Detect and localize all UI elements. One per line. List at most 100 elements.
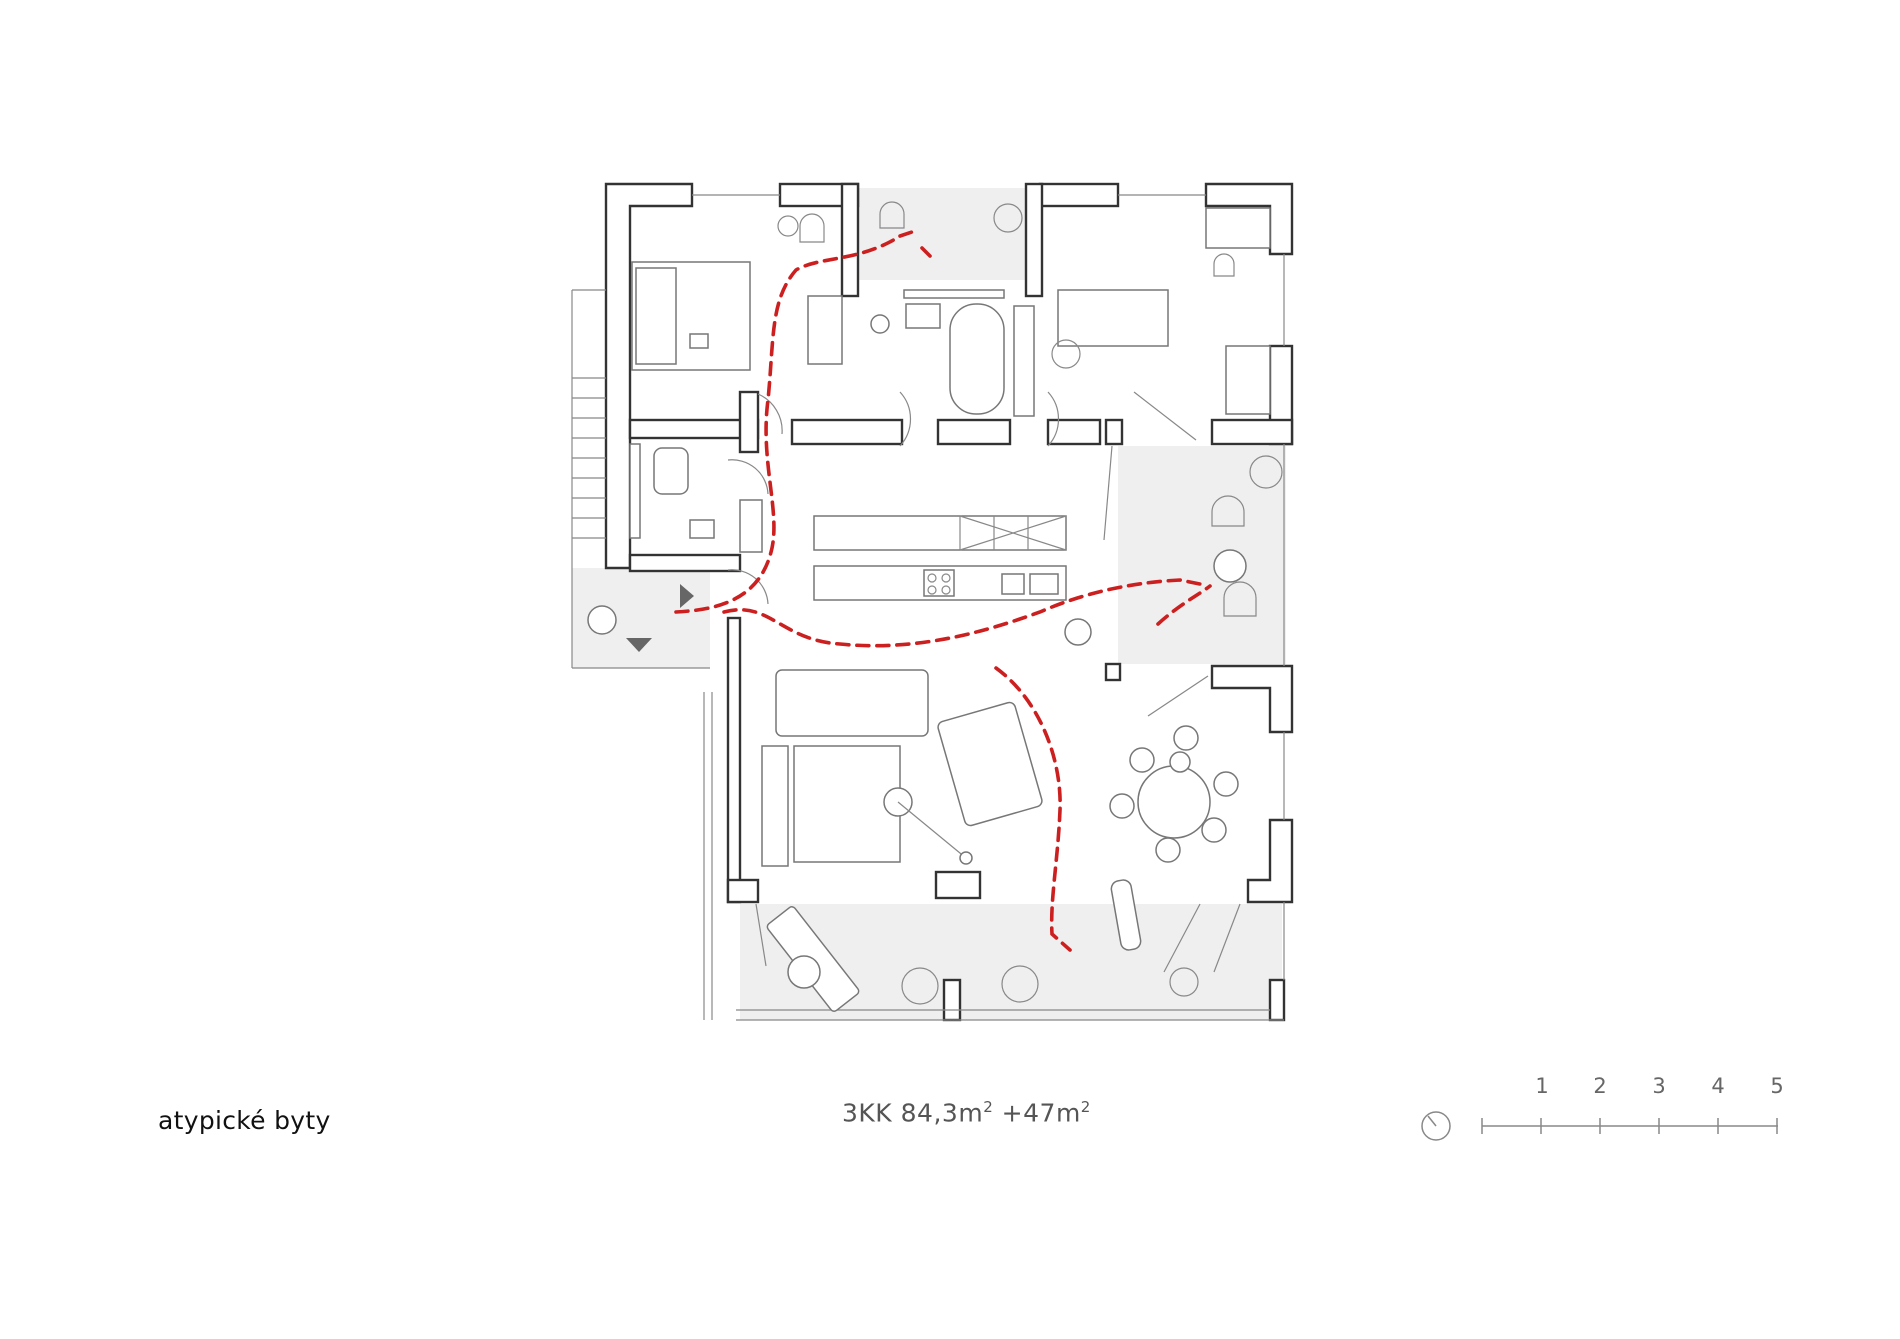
laptop xyxy=(689,333,709,349)
wall-wc-south xyxy=(628,553,742,573)
chair-icon xyxy=(1211,495,1245,527)
unit-type: 3KK xyxy=(842,1098,893,1128)
walkway-paths xyxy=(674,230,1212,952)
terrace-round-table xyxy=(787,955,821,989)
balcony-top-zone xyxy=(857,188,1025,280)
terrace-table xyxy=(1213,549,1247,583)
wall-corridor-north-a xyxy=(790,418,904,446)
east-wardrobe xyxy=(1225,345,1271,415)
walkway-path-south xyxy=(994,666,1072,952)
scale-number-3: 3 xyxy=(1652,1074,1666,1098)
north-arrow-icon xyxy=(1421,1111,1451,1141)
wall-nw xyxy=(604,182,694,570)
bed-pillow xyxy=(635,267,677,365)
bathroom xyxy=(870,201,1035,417)
wall-wc-east xyxy=(738,390,760,454)
wall-col-small xyxy=(1104,662,1122,682)
person-icon xyxy=(1169,751,1191,773)
entry-markers xyxy=(626,584,694,652)
bath-toilet xyxy=(870,314,890,334)
scale-number-2: 2 xyxy=(1593,1074,1607,1098)
door-swings xyxy=(727,391,1241,973)
bath-cabinet xyxy=(1013,305,1035,417)
hob xyxy=(923,569,955,597)
wall-east-upper-cap xyxy=(1210,418,1294,446)
armchair-sofa xyxy=(937,701,1043,827)
area-extra: +47m xyxy=(993,1098,1081,1128)
chair-icon xyxy=(1213,253,1235,277)
east-terrace xyxy=(1211,455,1283,617)
wc-sink xyxy=(689,519,715,539)
chair-icon xyxy=(879,201,905,229)
walls xyxy=(604,182,1294,1022)
dining-table xyxy=(1137,765,1211,839)
wall-bath-east xyxy=(1024,182,1044,298)
wall-wc-north xyxy=(628,418,760,440)
scale-number-1: 1 xyxy=(1535,1074,1549,1098)
kitchen-sink xyxy=(1001,573,1025,595)
staircase xyxy=(572,377,713,1020)
wall-corridor-north-c xyxy=(1046,418,1102,446)
person-icon xyxy=(1064,618,1092,646)
area-main: 84,3m xyxy=(900,1098,984,1128)
project-label: atypické byty xyxy=(158,1106,331,1135)
east-desk xyxy=(1205,207,1271,249)
wall-bath-west xyxy=(840,182,860,298)
wall-south-pier xyxy=(942,978,962,1022)
walkway-path-terrace xyxy=(722,578,1212,648)
plant-icon xyxy=(1249,455,1283,489)
plant-icon xyxy=(993,203,1023,233)
shoe-rack xyxy=(739,499,763,553)
bedroom-wardrobe xyxy=(807,295,843,365)
plant-icon xyxy=(1051,339,1081,369)
people xyxy=(587,605,1191,773)
bath-sink xyxy=(905,303,941,329)
kitchen-appliance xyxy=(1029,573,1059,595)
wall-east-lower xyxy=(1246,818,1294,904)
scale-number-4: 4 xyxy=(1711,1074,1725,1098)
unit-area-caption: 3KK 84,3m2 +47m2 xyxy=(842,1098,1091,1127)
bicycle xyxy=(1110,879,1142,951)
chair-icon xyxy=(1223,581,1257,617)
bench xyxy=(761,745,789,867)
wc-cabinet xyxy=(629,443,641,539)
living-room xyxy=(761,669,1043,867)
wc-toilet xyxy=(653,447,689,495)
scale-bar xyxy=(1421,1111,1778,1141)
plant-icon xyxy=(901,967,939,1005)
wall-se-pier xyxy=(1268,978,1286,1022)
plant-icon xyxy=(1001,965,1039,1003)
plant-icon xyxy=(777,215,799,237)
area-main-unit-sup: 2 xyxy=(983,1098,994,1116)
kitchen-tall-cabinets xyxy=(813,515,1067,551)
south-terrace xyxy=(766,879,1199,1012)
glazing-lines xyxy=(571,194,1285,1021)
wall-corridor-north-b xyxy=(936,418,1012,446)
chair-icon xyxy=(799,213,825,243)
walkway-path-bedroom xyxy=(674,230,932,614)
bathtub xyxy=(949,303,1005,415)
wc xyxy=(629,443,763,553)
entry-arrow-down xyxy=(626,638,652,652)
east-bedroom xyxy=(1051,207,1271,415)
dining xyxy=(1109,725,1239,863)
sofa xyxy=(775,669,929,737)
wall-east-mid xyxy=(1210,664,1294,734)
area-extra-unit-sup: 2 xyxy=(1080,1098,1091,1116)
plant-icon xyxy=(1169,967,1199,997)
wall-west-living xyxy=(726,616,742,904)
single-bed xyxy=(1057,289,1169,347)
wall-west-living-cap xyxy=(726,878,760,904)
kitchen xyxy=(813,515,1067,601)
east-terrace-zone xyxy=(1118,446,1286,664)
entry-arrow-right xyxy=(680,584,694,608)
bedroom xyxy=(631,213,843,371)
bath-shelf xyxy=(903,289,1005,299)
wall-north-b xyxy=(1038,182,1120,208)
wall-corridor-north-d xyxy=(1104,418,1124,446)
wall-living-column xyxy=(934,870,982,900)
area-rug xyxy=(793,745,901,863)
scale-number-5: 5 xyxy=(1770,1074,1784,1098)
person-icon xyxy=(587,605,617,635)
